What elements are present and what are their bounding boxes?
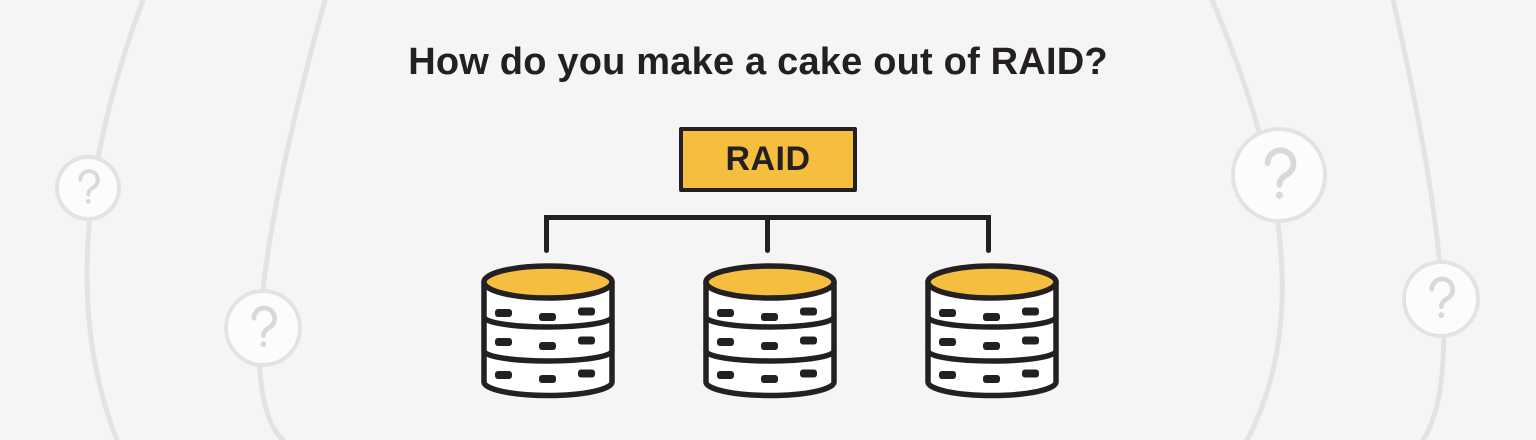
question-mark-icon — [1231, 127, 1327, 223]
question-mark-icon — [1402, 260, 1480, 338]
database-icon — [481, 263, 615, 399]
connector-vertical-middle — [765, 215, 770, 253]
page-title: How do you make a cake out of RAID? — [408, 41, 1108, 83]
database-icon — [925, 263, 1059, 399]
decorative-arc — [1209, 0, 1285, 440]
raid-node: RAID — [679, 127, 857, 192]
disk-segment-dashes — [939, 307, 1039, 383]
question-mark-icon — [55, 155, 121, 221]
disk-segment-dashes — [717, 307, 817, 383]
disk-segment-dashes — [495, 307, 595, 383]
decorative-arc — [84, 0, 146, 440]
connector-vertical-left — [544, 215, 549, 253]
connector-vertical-right — [986, 215, 991, 253]
question-mark-icon — [224, 289, 302, 367]
raid-node-label: RAID — [725, 140, 811, 178]
database-icon — [703, 263, 837, 399]
